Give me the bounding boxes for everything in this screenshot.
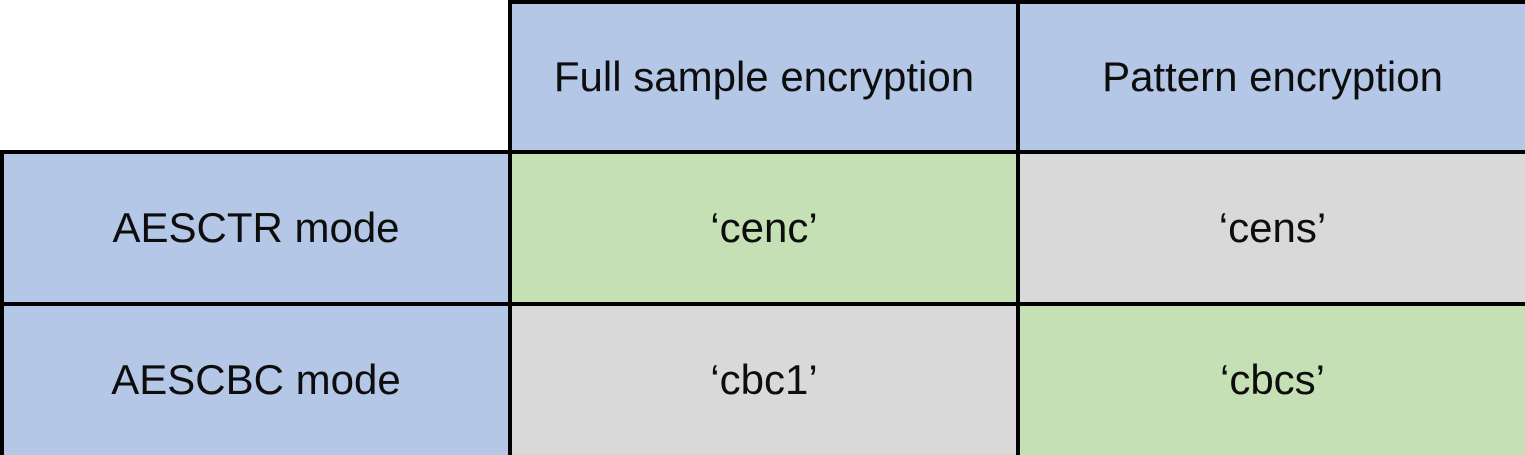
cell-cbcs: ‘cbcs’ <box>1016 302 1525 455</box>
column-header-full-sample-encryption: Full sample encryption <box>508 0 1020 154</box>
row-header-aesctr-mode: AESCTR mode <box>0 150 512 306</box>
row-header-aescbc-mode: AESCBC mode <box>0 302 512 455</box>
column-header-pattern-encryption: Pattern encryption <box>1016 0 1525 154</box>
table-row-header: Full sample encryption Pattern encryptio… <box>2 0 1525 154</box>
table-row-aescbc: AESCBC mode ‘cbc1’ ‘cbcs’ <box>0 302 1525 455</box>
cell-cbc1: ‘cbc1’ <box>508 302 1020 455</box>
cell-cenc: ‘cenc’ <box>508 150 1020 306</box>
table-row-aesctr: AESCTR mode ‘cenc’ ‘cens’ <box>0 150 1525 306</box>
cell-cens: ‘cens’ <box>1016 150 1525 306</box>
corner-cell <box>2 2 510 152</box>
